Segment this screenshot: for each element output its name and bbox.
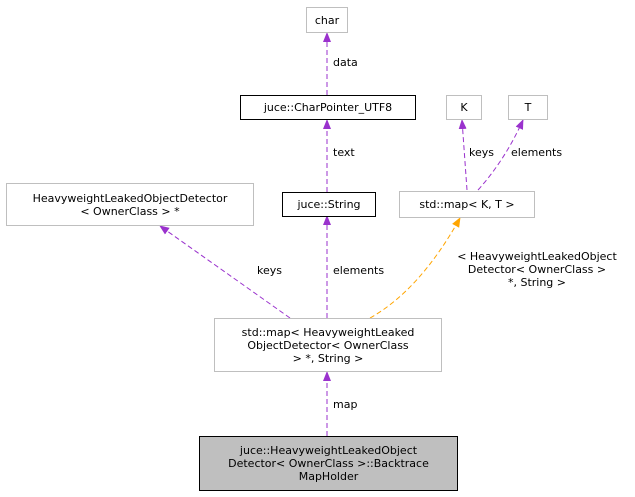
node-std-map-kt[interactable]: std::map< K, T > <box>399 191 535 218</box>
node-charpointer-utf8[interactable]: juce::CharPointer_UTF8 <box>240 95 416 120</box>
edge-label-data: data <box>333 56 358 69</box>
node-k[interactable]: K <box>446 95 482 120</box>
edge-label-text: text <box>333 146 355 159</box>
edge-keys-k <box>458 119 468 191</box>
edge-elements-t <box>477 119 524 191</box>
edge-label-template-args: < HeavyweightLeakedObject Detector< Owne… <box>457 250 617 289</box>
node-juce-string[interactable]: juce::String <box>282 192 376 217</box>
edge-label-keys-k: keys <box>469 146 494 159</box>
edge-template <box>369 217 461 319</box>
node-heavyweight-ptr[interactable]: HeavyweightLeakedObjectDetector < OwnerC… <box>6 183 254 226</box>
node-t[interactable]: T <box>508 95 548 120</box>
edge-label-elements-t: elements <box>511 146 563 159</box>
node-backtrace-map-holder[interactable]: juce::HeavyweightLeakedObject Detector< … <box>199 436 458 491</box>
node-std-map-instance[interactable]: std::map< HeavyweightLeaked ObjectDetect… <box>214 318 442 372</box>
edge-keys-hw <box>159 225 291 319</box>
edge-label-map: map <box>333 398 358 411</box>
edge-label-keys-hw: keys <box>257 264 282 277</box>
node-char[interactable]: char <box>306 7 348 33</box>
edge-label-elements-string: elements <box>333 264 385 277</box>
